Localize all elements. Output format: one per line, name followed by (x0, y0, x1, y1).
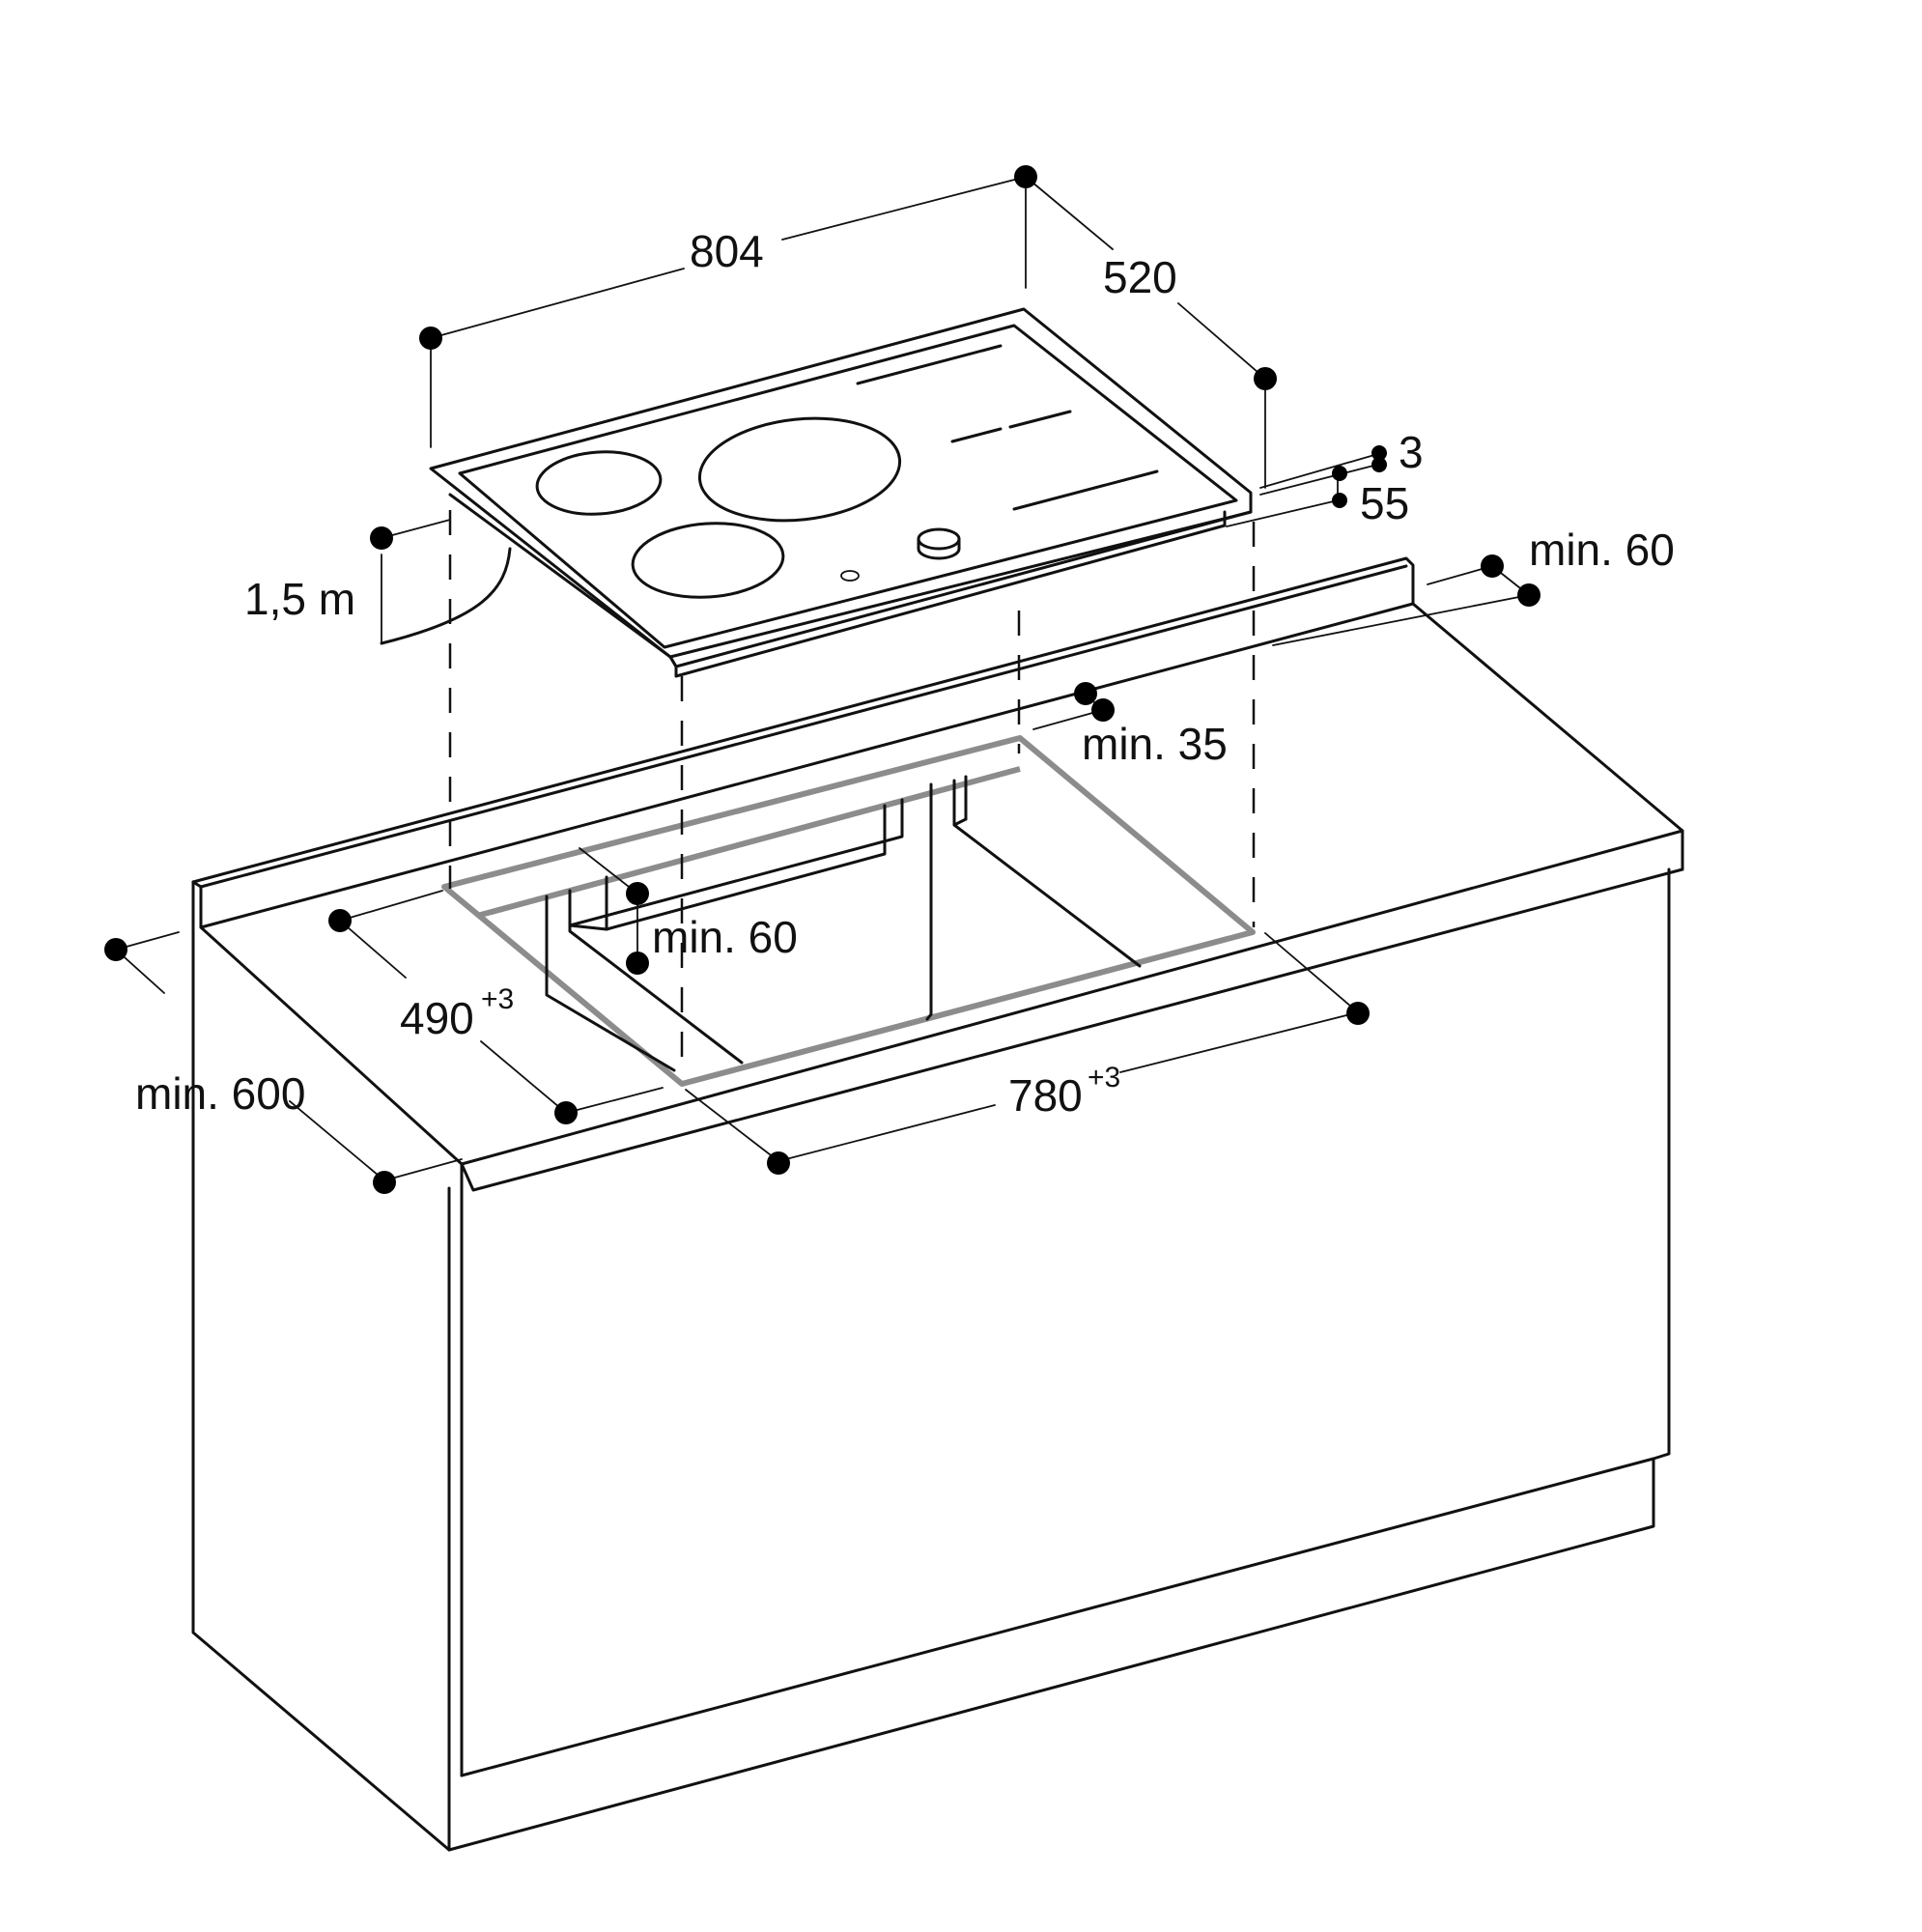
frame-distance-label: min. 60 (652, 912, 798, 962)
cabinet (191, 867, 1671, 1852)
sensor-icon (840, 570, 860, 582)
induction-hob (429, 307, 1253, 678)
hob-top-thickness-label: 3 (1399, 427, 1424, 477)
cooking-zone-left-rear (535, 450, 663, 516)
front-distance-label: min. 35 (1082, 719, 1228, 769)
dimension-markers (104, 165, 1540, 1194)
worktop-depth-label: min. 600 (135, 1068, 305, 1119)
cutout-width-tolerance: +3 (1088, 1062, 1120, 1094)
cooking-zone-left-front (631, 522, 785, 599)
worktop (191, 556, 1684, 1192)
hob-depth-label: 520 (1103, 252, 1177, 302)
control-knob-icon (917, 527, 961, 560)
back-distance-label: min. 60 (1529, 525, 1675, 575)
hob-total-thickness-label: 55 (1360, 478, 1409, 528)
power-cable (380, 547, 512, 645)
cutout-depth-tolerance: +3 (481, 983, 514, 1015)
projection-lines (448, 510, 1256, 1072)
dimension-lines (115, 176, 1530, 1181)
cable-length-label: 1,5 m (244, 574, 355, 624)
hob-width-label: 804 (690, 226, 764, 276)
cooking-zone-center (697, 416, 902, 523)
cutout-depth-label: 490 (400, 993, 474, 1043)
worktop-cutout (441, 735, 1256, 1087)
cutout-width-label: 780 (1008, 1070, 1083, 1121)
